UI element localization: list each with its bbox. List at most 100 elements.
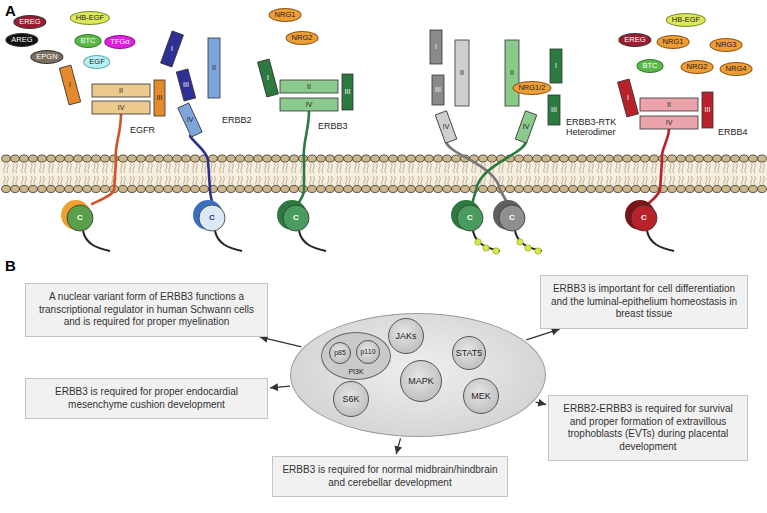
lipid-tail — [265, 163, 267, 173]
lipid-head — [407, 186, 416, 193]
lipid-head — [623, 186, 632, 193]
lipid-tail — [196, 176, 198, 185]
lipid-head — [389, 155, 398, 162]
lipid-tail — [295, 176, 297, 185]
lipid-head — [641, 186, 650, 193]
lipid-tail — [574, 163, 576, 173]
lipid-tail — [130, 163, 132, 173]
finding-box: ERBB3 is required for proper endocardial… — [25, 378, 268, 419]
c-terminal-tail — [299, 231, 326, 251]
lipid-head — [740, 186, 749, 193]
lipid-tail — [229, 176, 231, 185]
lipid-tail — [148, 163, 150, 173]
lipid-head — [596, 186, 605, 193]
lipid-head — [146, 186, 155, 193]
lipid-tail — [601, 163, 603, 173]
domain-numeral: IV — [187, 116, 194, 124]
lipid-tail — [355, 163, 357, 173]
lipid-tail — [763, 176, 765, 185]
lipid-head — [758, 155, 767, 162]
lipid-head — [272, 186, 281, 193]
lipid-tail — [700, 176, 702, 185]
lipid-head — [713, 155, 722, 162]
lipid-tail — [187, 176, 189, 185]
domain-block — [342, 74, 353, 110]
kinase-core — [499, 205, 525, 231]
domain-numeral: II — [460, 69, 464, 77]
lipid-tail — [619, 163, 621, 173]
lipid-tail — [745, 163, 747, 173]
lipid-tail — [673, 163, 675, 173]
lipid-head — [632, 186, 641, 193]
lipid-tail — [157, 163, 159, 173]
lipid-tail — [394, 176, 396, 185]
lipid-tail — [544, 163, 546, 173]
lipid-tail — [565, 163, 567, 173]
lipid-tail — [52, 163, 54, 173]
domain-numeral: I — [627, 94, 629, 102]
lipid-tail — [589, 176, 591, 185]
lipid-head — [155, 186, 164, 193]
lipid-tail — [214, 176, 216, 185]
lipid-tail — [436, 176, 438, 185]
domain-block — [548, 95, 560, 125]
lipid-tail — [655, 163, 657, 173]
lipid-tail — [637, 176, 639, 185]
lipid-tail — [592, 163, 594, 173]
lipid-head — [38, 186, 47, 193]
ligand-oval: NRG1 — [269, 8, 302, 22]
lipid-head — [596, 155, 605, 162]
lipid-head — [587, 155, 596, 162]
lipid-tail — [610, 176, 612, 185]
lipid-head — [551, 186, 560, 193]
lipid-head — [695, 155, 704, 162]
lipid-head — [227, 155, 236, 162]
lipid-tail — [670, 163, 672, 173]
domain-block — [432, 75, 444, 105]
lipid-head — [128, 155, 137, 162]
lipid-tail — [598, 176, 600, 185]
lipid-tail — [220, 176, 222, 185]
lipid-tail — [715, 176, 717, 185]
domain-numeral: I — [171, 45, 173, 53]
lipid-tail — [664, 176, 666, 185]
lipid-head — [452, 155, 461, 162]
lipid-tail — [358, 176, 360, 185]
lipid-head — [92, 186, 101, 193]
panel-letter: B — [5, 258, 16, 275]
domain-block — [280, 98, 338, 111]
domain-numeral: III — [157, 94, 163, 102]
lipid-tail — [616, 163, 618, 173]
lipid-head — [560, 155, 569, 162]
lipid-tail — [592, 176, 594, 185]
lipid-tail — [31, 176, 33, 185]
lipid-tail — [412, 163, 414, 173]
lipid-tail — [409, 176, 411, 185]
lipid-tail — [547, 163, 549, 173]
node-text: AREG — [11, 35, 32, 44]
lipid-head — [668, 186, 677, 193]
lipid-tail — [688, 176, 690, 185]
lipid-tail — [724, 176, 726, 185]
ligand-oval: BTC — [75, 34, 102, 48]
lipid-head — [452, 186, 461, 193]
lipid-head — [749, 155, 758, 162]
lipid-head — [425, 186, 434, 193]
lipid-head — [119, 186, 128, 193]
domain-numeral: I — [69, 81, 71, 89]
domain-numeral: IV — [523, 123, 530, 131]
lipid-tail — [58, 176, 60, 185]
lipid-tail — [403, 176, 405, 185]
lipid-tail — [445, 176, 447, 185]
lipid-head — [371, 186, 380, 193]
lipid-tail — [745, 176, 747, 185]
lipid-tail — [529, 163, 531, 173]
lipid-head — [83, 186, 92, 193]
lipid-tail — [301, 163, 303, 173]
lipid-tail — [277, 163, 279, 173]
lipid-tail — [574, 176, 576, 185]
domain-numeral: III — [551, 106, 557, 114]
lipid-tail — [508, 176, 510, 185]
lipid-head — [56, 186, 65, 193]
lipid-head — [317, 155, 326, 162]
